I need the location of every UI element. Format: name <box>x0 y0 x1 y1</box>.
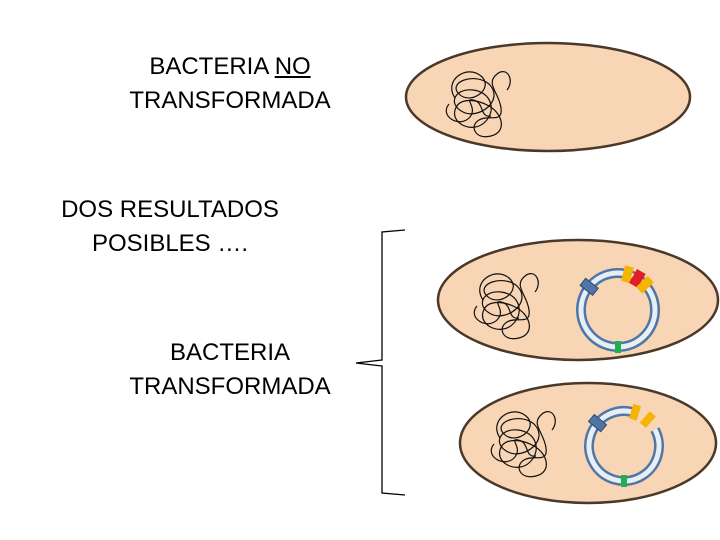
plasmid-red-marker <box>629 269 646 288</box>
label-two-results: DOS RESULTADOS POSIBLES …. <box>25 193 315 261</box>
plasmid-yellow-marker <box>621 265 634 284</box>
cell-not-transformed <box>404 41 692 153</box>
label-bacteria-word: BACTERIA <box>149 53 275 80</box>
bracket <box>355 229 406 496</box>
plasmid-yellow-marker <box>628 403 642 421</box>
plasmid <box>580 265 655 353</box>
plasmid-yellow-marker <box>639 411 656 428</box>
label-transformada-word: TRANSFORMADA <box>129 87 331 114</box>
label-bacteria-transformed: BACTERIA TRANSFORMADA <box>100 336 360 404</box>
plasmid-green-marker <box>615 341 621 353</box>
label-two-results-line2: POSIBLES …. <box>91 230 249 257</box>
plasmid-yellow-marker <box>636 275 654 294</box>
plasmid-blue-marker <box>579 277 599 296</box>
label-two-results-line1: DOS RESULTADOS <box>61 196 279 223</box>
plasmid-green-marker <box>621 475 627 487</box>
cell-transformed-a <box>436 238 720 362</box>
plasmid-blue-marker <box>587 413 608 433</box>
label-transformed-line2: TRANSFORMADA <box>129 373 331 400</box>
label-no-underlined: NO <box>274 53 311 80</box>
label-transformed-line1: BACTERIA <box>169 339 291 366</box>
cell-transformed-b <box>458 381 718 505</box>
cell-body <box>404 41 692 153</box>
label-bacteria-not-transformed: BACTERIA NO TRANSFORMADA <box>100 50 360 118</box>
